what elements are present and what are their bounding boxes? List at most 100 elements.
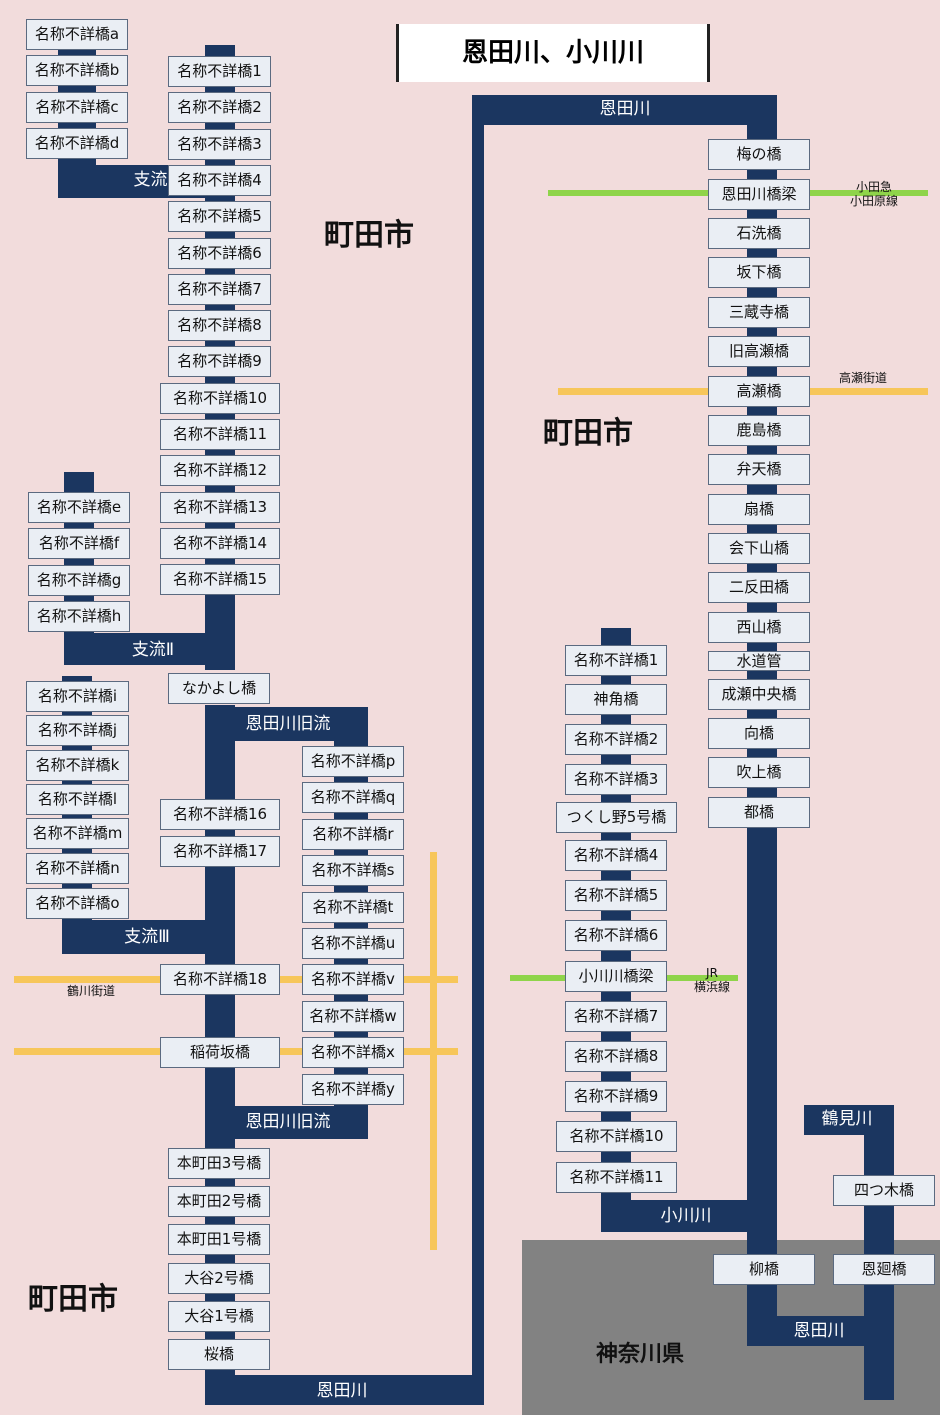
bridge-kyuryu-10: 名称不詳橋y bbox=[302, 1074, 404, 1105]
bridge-onda-right-7: 高瀬橋 bbox=[708, 376, 810, 407]
bridge-shiryu3-5: 名称不詳橋m bbox=[26, 818, 129, 849]
bridge-mid-left-4: 稲荷坂橋 bbox=[160, 1037, 280, 1068]
bridge-onda-right-4: 坂下橋 bbox=[708, 257, 810, 288]
onda-top-river bbox=[472, 95, 777, 125]
bridge-ogawa-4: 名称不詳橋3 bbox=[565, 764, 667, 795]
bridge-onda-right-16: 向橋 bbox=[708, 718, 810, 749]
bridge-kyuryu-3: 名称不詳橋r bbox=[302, 819, 404, 850]
bridge-shiryu1-2: 名称不詳橋b bbox=[26, 55, 128, 86]
bridge-main-left-11: 名称不詳橋11 bbox=[160, 419, 280, 450]
bridge-ogawa-13: 名称不詳橋10 bbox=[556, 1121, 677, 1152]
bridge-onda-right-12: 二反田橋 bbox=[708, 572, 810, 603]
bridge-nakayoshi-1: なかよし橋 bbox=[168, 673, 270, 704]
bridge-ogawa-3: 名称不詳橋2 bbox=[565, 724, 667, 755]
onda-bottom-river bbox=[205, 1375, 483, 1405]
map-title: 恩田川、小川川 bbox=[396, 24, 710, 82]
bridge-main-left-1: 名称不詳橋1 bbox=[168, 56, 271, 87]
bridge-main-left-6: 名称不詳橋6 bbox=[168, 238, 271, 269]
bridge-kyuryu-1: 名称不詳橋p bbox=[302, 746, 404, 777]
bridge-main-left-4: 名称不詳橋4 bbox=[168, 165, 271, 196]
bridge-shiryu3-6: 名称不詳橋n bbox=[26, 853, 129, 884]
bridge-shiryu3-1: 名称不詳橋i bbox=[26, 681, 129, 712]
bridge-lower-left-6: 桜橋 bbox=[168, 1339, 270, 1370]
bridge-onda-right-9: 弁天橋 bbox=[708, 454, 810, 485]
bridge-ogawa-8: 名称不詳橋6 bbox=[565, 920, 667, 951]
bridge-shiryu3-7: 名称不詳橋o bbox=[26, 888, 129, 919]
bridge-shiryu3-2: 名称不詳橋j bbox=[26, 715, 129, 746]
bridge-kyuryu-7: 名称不詳橋v bbox=[302, 964, 404, 995]
bridge-shiryu2-1: 名称不詳橋e bbox=[28, 492, 130, 523]
bridge-lower-left-2: 本町田2号橋 bbox=[168, 1186, 270, 1217]
bridge-kyuryu-8: 名称不詳橋w bbox=[302, 1001, 404, 1032]
bridge-main-left-12: 名称不詳橋12 bbox=[160, 455, 280, 486]
bridge-shiryu1-3: 名称不詳橋c bbox=[26, 92, 128, 123]
river-label-shiryu3: 支流Ⅲ bbox=[124, 927, 170, 947]
kyuryu-river-bottom bbox=[205, 1106, 368, 1139]
bridge-ogawa-14: 名称不詳橋11 bbox=[556, 1162, 677, 1193]
river-label-onda-bottom-right: 恩田川 bbox=[793, 1321, 845, 1341]
bridge-ogawa-2: 神角橋 bbox=[565, 684, 667, 715]
bridge-onda-right-17: 吹上橋 bbox=[708, 757, 810, 788]
bridge-onda-right-18: 都橋 bbox=[708, 797, 810, 828]
bridge-mid-left-3: 名称不詳橋18 bbox=[160, 964, 280, 995]
bridge-kyuryu-9: 名称不詳橋x bbox=[302, 1037, 404, 1068]
river-label-onda-top: 恩田川 bbox=[599, 99, 651, 119]
river-label-kyuryu-top: 恩田川旧流 bbox=[245, 714, 331, 734]
bridge-shiryu3-3: 名称不詳橋k bbox=[26, 750, 129, 781]
bridge-onda-right-13: 西山橋 bbox=[708, 612, 810, 643]
bridge-main-left-5: 名称不詳橋5 bbox=[168, 201, 271, 232]
ogawa-river-h bbox=[601, 1200, 777, 1232]
tsurukawa-road-label: 鶴川街道 bbox=[66, 984, 115, 998]
takase-road-label: 高瀬街道 bbox=[838, 371, 887, 385]
bridge-shiryu3-4: 名称不詳橋l bbox=[26, 784, 129, 815]
bridge-onda-right-6: 旧高瀬橋 bbox=[708, 336, 810, 367]
bridge-onda-right-8: 鹿島橋 bbox=[708, 415, 810, 446]
bridge-shiryu2-4: 名称不詳橋h bbox=[28, 601, 130, 632]
bridge-main-left-3: 名称不詳橋3 bbox=[168, 129, 271, 160]
bridge-ogawa-9: 小川川橋梁 bbox=[565, 961, 667, 992]
bridge-onda-right-14: 水道管 bbox=[708, 651, 810, 671]
bridge-onda-right-11: 会下山橋 bbox=[708, 533, 810, 564]
bridge-shiryu1-1: 名称不詳橋a bbox=[26, 19, 128, 50]
bridge-kyuryu-2: 名称不詳橋q bbox=[302, 782, 404, 813]
bridge-yotsugi-1: 四つ木橋 bbox=[833, 1175, 935, 1206]
shiryu2-river-h bbox=[64, 633, 235, 665]
odakyu-label: 小田急 小田原線 bbox=[849, 180, 898, 209]
bridge-ogawa-1: 名称不詳橋1 bbox=[565, 645, 667, 676]
river-label-onda-bottom-left: 恩田川 bbox=[316, 1381, 368, 1401]
bridge-main-left-10: 名称不詳橋10 bbox=[160, 383, 280, 414]
bridge-lower-left-1: 本町田3号橋 bbox=[168, 1148, 270, 1179]
bridge-ogawa-6: 名称不詳橋4 bbox=[565, 840, 667, 871]
prefecture-label: 神奈川県 bbox=[596, 1342, 685, 1367]
river-label-tsurumi: 鶴見川 bbox=[821, 1109, 873, 1129]
bridge-mid-left-2: 名称不詳橋17 bbox=[160, 836, 280, 867]
city-label-top-left: 町田市 bbox=[324, 218, 414, 253]
jr-label: JR 横浜線 bbox=[693, 966, 730, 995]
vertical-road bbox=[430, 852, 437, 1250]
bridge-ogawa-11: 名称不詳橋8 bbox=[565, 1041, 667, 1072]
bridge-onda-right-15: 成瀬中央橋 bbox=[708, 679, 810, 710]
bridge-onda-right-5: 三蔵寺橋 bbox=[708, 297, 810, 328]
city-label-center: 町田市 bbox=[543, 416, 633, 451]
bridge-ogawa-12: 名称不詳橋9 bbox=[565, 1081, 667, 1112]
river-label-shiryu2: 支流Ⅱ bbox=[131, 640, 175, 660]
tsurumi-river bbox=[864, 1105, 894, 1400]
river-label-ogawa: 小川川 bbox=[660, 1206, 712, 1226]
bridge-kyuryu-6: 名称不詳橋u bbox=[302, 928, 404, 959]
city-label-bottom-left: 町田市 bbox=[28, 1282, 118, 1317]
bridge-shiryu2-3: 名称不詳橋g bbox=[28, 565, 130, 596]
bridge-kyuryu-4: 名称不詳橋s bbox=[302, 855, 404, 886]
bridge-main-left-15: 名称不詳橋15 bbox=[160, 564, 280, 595]
bridge-shiryu2-2: 名称不詳橋f bbox=[28, 528, 130, 559]
onda-central-river bbox=[472, 95, 484, 1405]
bridge-onda-right-2: 恩田川橋梁 bbox=[708, 179, 810, 210]
bridge-lower-left-3: 本町田1号橋 bbox=[168, 1224, 270, 1255]
bridge-main-left-13: 名称不詳橋13 bbox=[160, 492, 280, 523]
bridge-main-left-14: 名称不詳橋14 bbox=[160, 528, 280, 559]
bridge-main-left-7: 名称不詳橋7 bbox=[168, 274, 271, 305]
bridge-ogawa-10: 名称不詳橋7 bbox=[565, 1001, 667, 1032]
bridge-main-left-8: 名称不詳橋8 bbox=[168, 310, 271, 341]
bridge-ogawa-7: 名称不詳橋5 bbox=[565, 880, 667, 911]
river-label-shiryu1: 支流Ⅰ bbox=[133, 170, 173, 190]
bridge-kyuryu-5: 名称不詳橋t bbox=[302, 892, 404, 923]
